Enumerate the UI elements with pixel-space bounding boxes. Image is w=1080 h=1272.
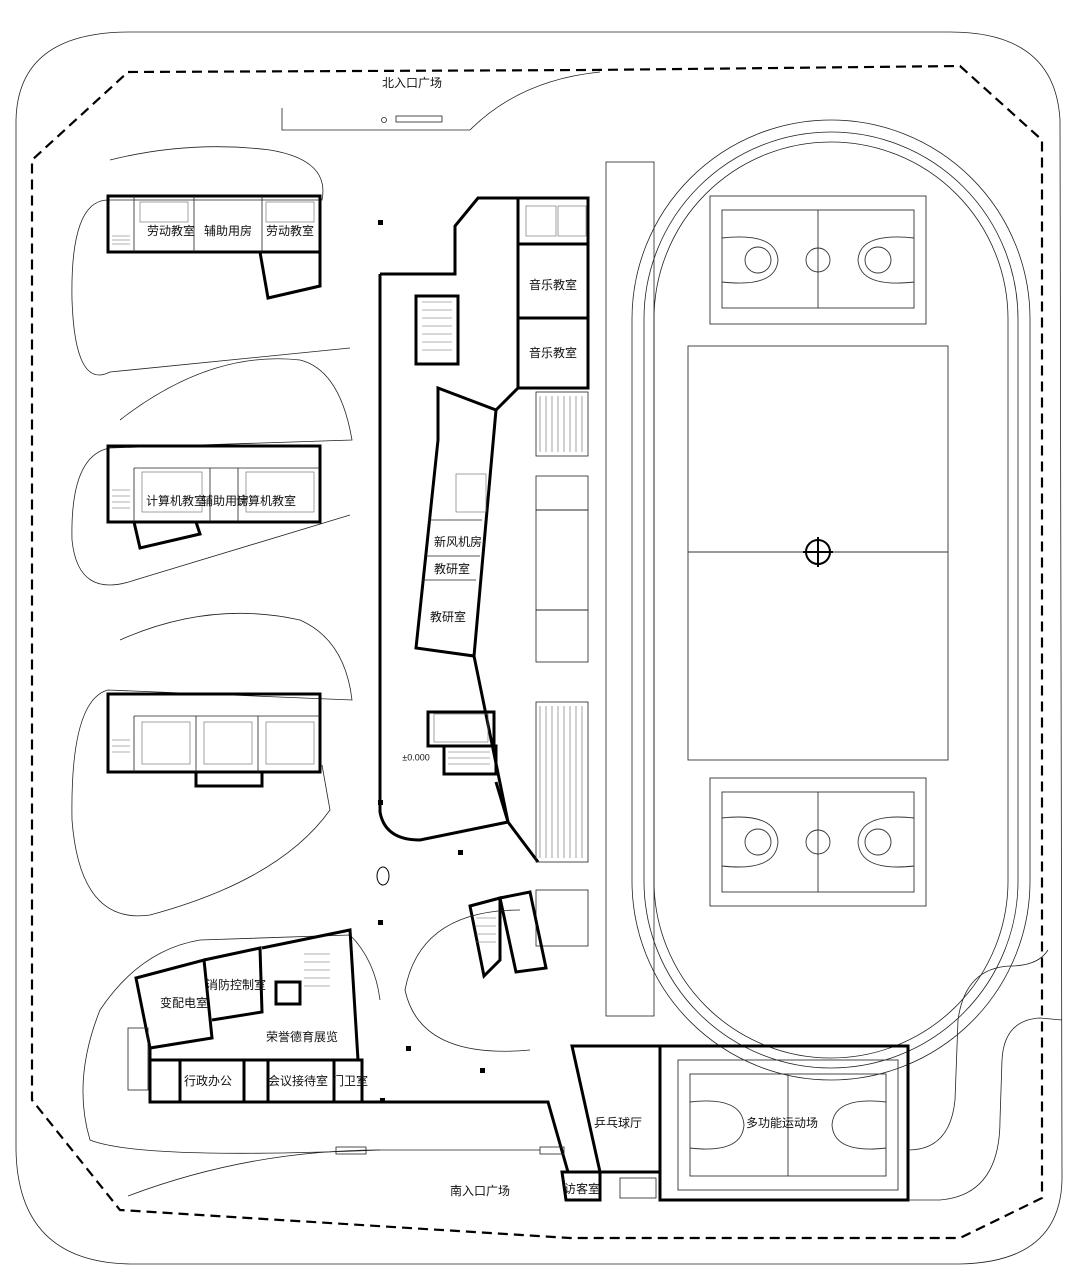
room-teaching-research-2: 教研室: [430, 609, 466, 624]
column-markers: [376, 220, 485, 1103]
stair-tower: [468, 890, 548, 980]
room-visitor: 访客室: [564, 1181, 600, 1196]
room-auxiliary-2: 辅助用房: [201, 493, 249, 508]
block-labor: [106, 194, 322, 300]
room-guard: 门卫室: [332, 1073, 368, 1088]
red-line-boundary: [30, 64, 1044, 1240]
site-outline: [15, 31, 1063, 1265]
room-honor-exhibition: 荣誉德育展览: [266, 1029, 338, 1044]
south-plaza-label: 南入口广场: [450, 1183, 510, 1198]
room-music-classroom-1: 音乐教室: [529, 277, 577, 292]
basketball-court-south: [709, 777, 927, 907]
landscape-curves: [71, 146, 381, 1154]
southwest-building: [127, 928, 570, 1173]
north-gate: [281, 71, 601, 131]
basketball-court-north: [709, 195, 927, 325]
room-music-classroom-2: 音乐教室: [529, 345, 577, 360]
block-classrooms-south: [106, 692, 322, 788]
bleachers: [535, 391, 589, 947]
southeast-building: [560, 949, 1063, 1202]
room-meeting-reception: 会议接待室: [268, 1073, 328, 1088]
room-labor-classroom-1: 劳动教室: [147, 223, 195, 238]
room-fire-control: 消防控制室: [206, 977, 266, 992]
track-edge-strip: [605, 161, 655, 1017]
elevation-mark: ±0.000: [402, 752, 429, 762]
plaza-circle: [404, 909, 531, 1052]
room-substation: 变配电室: [160, 995, 208, 1010]
room-computer-classroom-1: 计算机教室: [146, 493, 206, 508]
room-auxiliary-1: 辅助用房: [204, 223, 252, 238]
room-fresh-air: 新风机房: [434, 534, 482, 549]
room-table-tennis: 乒乓球厅: [594, 1116, 642, 1130]
room-computer-classroom-2: 计算机教室: [236, 493, 296, 508]
room-teaching-research-1: 教研室: [434, 561, 470, 576]
room-admin-office: 行政办公: [184, 1073, 232, 1088]
south-gate: [127, 1146, 565, 1197]
running-track: [631, 119, 1031, 1081]
central-building: [378, 196, 590, 863]
north-plaza-label: 北入口广场: [382, 76, 442, 90]
block-computer: [106, 444, 322, 550]
room-multifunction-court: 多功能运动场: [746, 1116, 818, 1130]
room-labor-classroom-2: 劳动教室: [266, 223, 314, 238]
